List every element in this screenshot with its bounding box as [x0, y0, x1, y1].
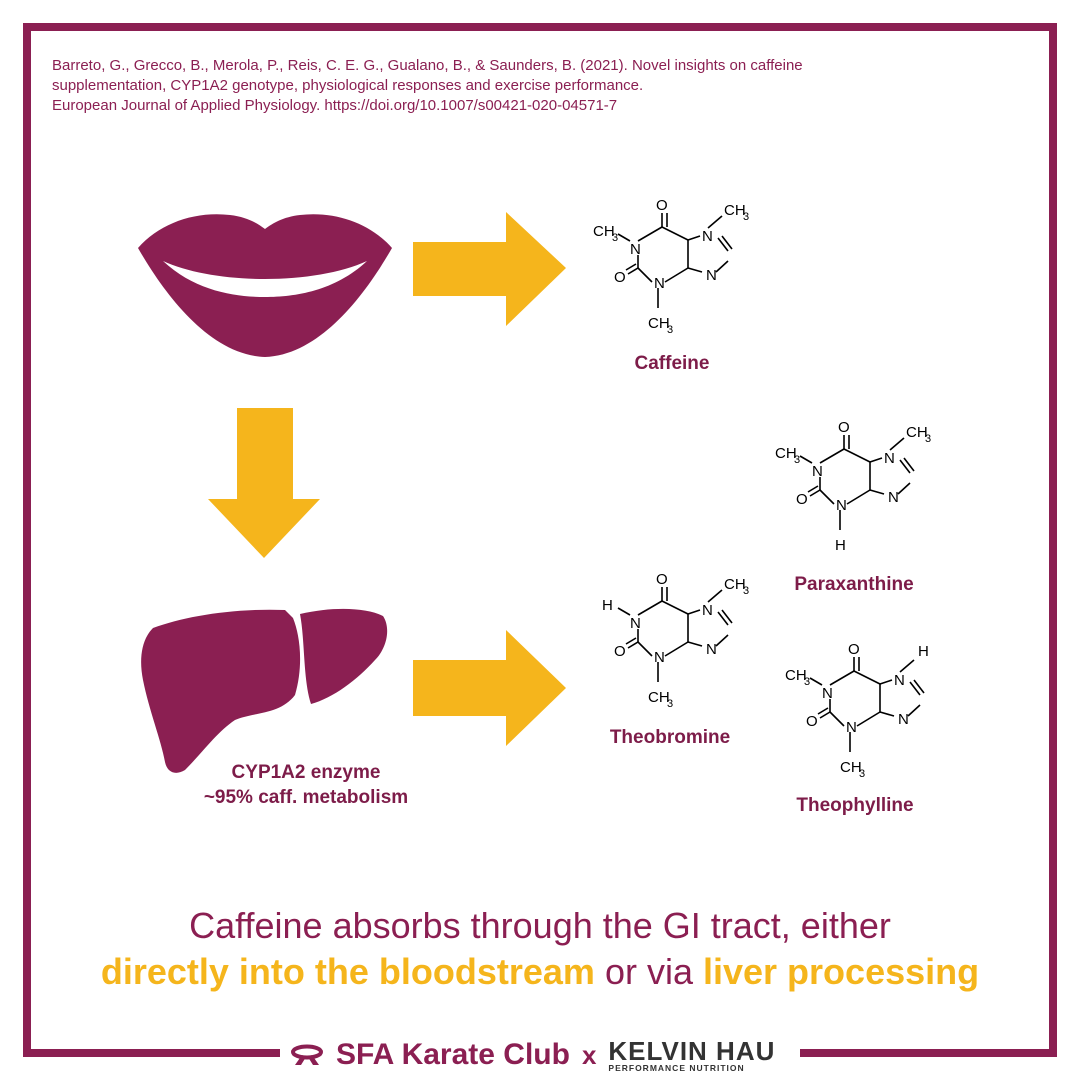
svg-text:N: N: [630, 615, 641, 632]
svg-text:CH: CH: [785, 667, 807, 684]
svg-text:3: 3: [925, 433, 931, 445]
svg-text:O: O: [614, 643, 626, 660]
svg-text:N: N: [846, 719, 857, 736]
svg-text:H: H: [835, 537, 846, 554]
svg-text:3: 3: [743, 585, 749, 597]
svg-text:N: N: [630, 241, 641, 258]
caption-line-2: directly into the bloodstream or via liv…: [0, 950, 1080, 994]
partner-tagline: PERFORMANCE NUTRITION: [608, 1062, 745, 1073]
caption-connector: or via: [594, 951, 703, 992]
svg-text:N: N: [654, 275, 665, 292]
liver-label-line-2: ~95% caff. metabolism: [203, 787, 409, 808]
svg-text:3: 3: [612, 232, 618, 244]
svg-text:N: N: [888, 489, 899, 506]
footer-mask: [280, 1035, 800, 1075]
svg-text:O: O: [806, 713, 818, 730]
paraxanthine-structure: CH3 N O O N N N CH3 H: [775, 419, 931, 554]
liver-label-line-1: CYP1A2 enzyme: [231, 762, 381, 783]
svg-text:H: H: [918, 643, 929, 660]
svg-text:N: N: [654, 649, 665, 666]
svg-text:CH: CH: [724, 202, 746, 219]
svg-text:N: N: [894, 672, 905, 689]
svg-text:N: N: [812, 463, 823, 480]
citation-line-3: European Journal of Applied Physiology. …: [52, 97, 618, 114]
svg-text:N: N: [836, 497, 847, 514]
svg-text:N: N: [706, 267, 717, 284]
svg-text:3: 3: [804, 676, 810, 688]
svg-text:N: N: [702, 602, 713, 619]
karate-belt-icon: [291, 1044, 323, 1065]
svg-text:O: O: [656, 197, 668, 214]
svg-text:N: N: [706, 641, 717, 658]
paraxanthine-label: Paraxanthine: [794, 574, 914, 595]
svg-text:CH: CH: [648, 315, 670, 332]
footer-brand: SFA Karate Club x KELVIN HAU PERFORMANCE…: [290, 1033, 775, 1077]
svg-text:O: O: [848, 641, 860, 658]
svg-text:3: 3: [667, 698, 673, 710]
svg-text:3: 3: [794, 454, 800, 466]
liver-icon: [141, 608, 388, 773]
arrow-right-top-icon: [413, 212, 566, 326]
caffeine-label: Caffeine: [634, 353, 710, 374]
arrow-down-icon: [208, 408, 320, 558]
citation-line-2: supplementation, CYP1A2 genotype, physio…: [52, 77, 644, 94]
svg-text:CH: CH: [648, 689, 670, 706]
caption-highlight-liver: liver processing: [703, 951, 980, 992]
caption-line-1: Caffeine absorbs through the GI tract, e…: [189, 905, 891, 946]
svg-text:N: N: [702, 228, 713, 245]
svg-text:N: N: [822, 685, 833, 702]
svg-text:H: H: [602, 597, 613, 614]
partner-logo: KELVIN HAU PERFORMANCE NUTRITION: [608, 1038, 775, 1073]
svg-text:O: O: [656, 571, 668, 588]
svg-text:CH: CH: [906, 424, 928, 441]
lips-icon: [138, 214, 392, 357]
svg-text:N: N: [884, 450, 895, 467]
svg-text:CH: CH: [593, 223, 615, 240]
arrow-right-bottom-icon: [413, 630, 566, 746]
svg-text:O: O: [838, 419, 850, 436]
theophylline-label: Theophylline: [796, 795, 914, 816]
svg-text:CH: CH: [840, 759, 862, 776]
svg-text:3: 3: [667, 324, 673, 336]
theophylline-structure: CH3 N O O N N N H CH3: [785, 641, 929, 780]
svg-text:3: 3: [743, 211, 749, 223]
citation-line-1: Barreto, G., Grecco, B., Merola, P., Rei…: [52, 57, 803, 74]
theobromine-structure: H N O O N N N CH3 CH3: [602, 571, 749, 710]
svg-text:N: N: [898, 711, 909, 728]
partner-name: KELVIN HAU: [608, 1035, 776, 1066]
theobromine-label: Theobromine: [609, 727, 731, 748]
caffeine-structure: CH3 N O O N N N CH3 CH3: [593, 197, 749, 336]
liver-label: CYP1A2 enzyme ~95% caff. metabolism: [204, 760, 408, 810]
caption-highlight-bloodstream: directly into the bloodstream: [100, 951, 595, 992]
brand-separator: x: [581, 1039, 597, 1070]
svg-text:CH: CH: [724, 576, 746, 593]
svg-text:3: 3: [859, 768, 865, 780]
svg-text:O: O: [614, 269, 626, 286]
svg-text:O: O: [796, 491, 808, 508]
citation: Barreto, G., Grecco, B., Merola, P., Rei…: [52, 56, 1012, 116]
svg-text:CH: CH: [775, 445, 797, 462]
brand-name: SFA Karate Club: [336, 1038, 570, 1071]
